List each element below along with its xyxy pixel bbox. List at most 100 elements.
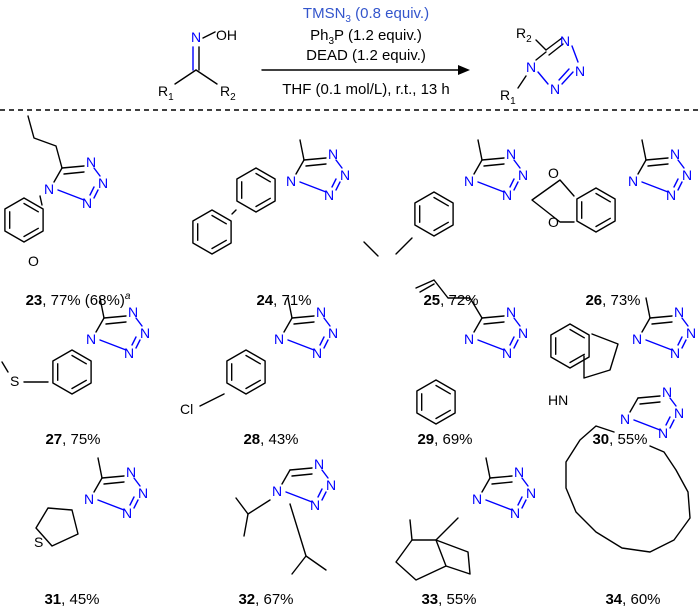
cpd32-tetrazole-n4-n3 [321,469,329,479]
cpd29-tetrazole-n2-n1 [477,339,505,351]
cpd30-tetrazole-n3-n2-2 [677,336,683,346]
cpd24-ring-a-double [255,197,271,208]
cpd27-tetrazole-n2-n1 [99,339,127,351]
cpd29-tetrazole-c5-n4 [481,315,505,319]
thiophene-s-atom: S [34,534,43,550]
cpd32-tetrazole-n3-n2 [321,491,327,501]
cpd23-tetrazole-n3-n2-2 [89,186,95,196]
cpd25-tetrazole-n3-n2 [513,181,519,191]
cpd24-tetrazole-n1: N [286,173,296,189]
cpd30-tetrazole-c5-n4 [649,315,673,319]
compound-label-29: 29, 69% [417,431,472,448]
cpd30-tetrazole-n4-n3 [681,317,689,327]
cpd23-n1-phenyl [39,195,43,206]
cpd34-tetrazole-n3-n2 [669,419,675,429]
cpd29-phenyl-ring [416,379,456,425]
reagent-tmsn3: TMSN3 (0.8 equiv.) [303,5,429,25]
cpd26-tetrazole-n3-n2-2 [673,178,679,188]
product-tetrazole: R2 N N N N R1 [500,25,585,107]
cpd30-tetrazole-n4: N [674,304,684,320]
cpd28-tetrazole-c5-n4-2 [293,321,315,325]
cpd28-phenyl-ring-double [245,379,261,390]
cpd24-tetrazole-n3: N [340,167,350,183]
prod-n4-n3 [571,45,579,63]
cpd23-tetrazole-n1: N [44,181,54,197]
cpd28-tetrazole-n4: N [316,304,326,320]
cpd28-tetrazole-n3-n2-2 [319,336,325,346]
prod-n3: N [575,63,585,79]
cpd31-tetrazole-n3: N [138,485,148,501]
cpd23-tetrazole-n2-n1 [57,189,85,201]
cpd28-tetrazole-n1-c5 [283,317,293,333]
cpd27-phenyl-ring-double [71,379,88,390]
cpd23-tetrazole-n1-c5 [53,167,63,183]
cpd26-tetrazole-n1: N [628,173,638,189]
prod-c5-n4-2 [548,43,564,56]
cpd23-tetrazole-n4: N [86,154,96,170]
cpd30-benzo-ring-double [569,353,585,364]
compound-label-27: 27, 75% [45,431,100,448]
cpd26-tetrazole-n2: N [666,187,676,203]
cpd23-tetrazole-n3: N [98,175,108,191]
cpd31-tetrazole-n3-n2 [133,499,139,509]
cpd33-tetrazole-n2: N [510,505,520,521]
cpd24-tetrazole-n2-n1 [299,181,327,193]
cpd24-tetrazole-n3-n2 [335,181,341,191]
cpd24-biaryl-bond [231,209,237,215]
cpd25-tetrazole-n2: N [502,187,512,203]
cpd29-butenyl-chain [415,279,483,319]
cpd31-tetrazole-c5-n4-2 [103,481,125,485]
cpd31-thiophene-ring [35,507,79,547]
cpd29-phenyl-ring-double [435,384,451,395]
cpd29-tetrazole-n3: N [518,325,528,341]
prod-c5-n4 [545,37,563,51]
cpd26-tetrazole-c5-n4-2 [647,163,669,167]
cpd25-tetrazole-c5-n4 [481,157,505,161]
oxime-n-atom: N [191,29,201,45]
cpd27-phenyl-ring [52,349,92,395]
prod-n2: N [550,81,560,97]
cpd25-o-methyl [363,241,379,257]
reagent-dead: DEAD (1.2 equiv.) [306,47,426,64]
cpd24-methyl [299,139,305,161]
cpd27-methyl [99,297,105,319]
reaction-conditions: TMSN3 (0.8 equiv.) Ph3P (1.2 equiv.) DEA… [261,5,470,98]
cpd33-tetrazole-n1: N [472,491,482,507]
cpd33-adamantyl-a [395,517,459,581]
cpd23-tetrazole-n2: N [82,195,92,211]
cpd33-methyl [485,457,491,479]
cpd24-ring-b [192,209,232,255]
cpd33-tetrazole-c5-n4 [489,475,513,479]
cpd30-tetrazole-n1-c5 [641,317,651,333]
cpd34-macrocycle [565,425,691,553]
cpd25-tetrazole-n1: N [464,173,474,189]
cpd29-tetrazole-c5-n4-2 [483,321,505,325]
cpd33-tetrazole-n3: N [526,485,536,501]
cpd25-c-o-bond [395,237,413,255]
dioxole-o-atom-2: O [548,214,559,230]
cpd27-tetrazole-n3-n2-2 [131,336,137,346]
cpd29-tetrazole-n4: N [506,304,516,320]
cpd23-phenyl-ring [4,197,44,243]
cpd28-tetrazole-n3-n2 [323,339,329,349]
cpd23-phenyl-ring-double [23,227,39,238]
cpd23-tetrazole-n4-n3 [93,167,101,177]
cpd32-tetrazole-n2-n1 [285,491,313,503]
cpd24-tetrazole-c5-n4-2 [305,163,327,167]
cpd24-tetrazole-n4: N [328,146,338,162]
reaction-arrow-head [458,65,470,75]
cpd32-tetrazole-c5-n4 [289,467,313,471]
cpd24-ring-a [236,167,276,213]
cpd28-tetrazole-n1: N [274,331,284,347]
cpd26-benzo-ring-double [595,192,611,203]
compound-label-30: 30, 55% [592,431,647,448]
cpd33-tetrazole-n3-n2 [521,499,527,509]
cpd26-tetrazole-n1-c5 [637,159,647,175]
indole-nh-atom: HN [548,392,568,408]
cpd27-tetrazole-c5-n4-2 [105,321,127,325]
cpd29-tetrazole-n3-n2 [513,339,519,349]
methoxy-o-atom: O [28,253,39,269]
cpd32-tetrazole-n3: N [326,477,336,493]
cpd29-phenyl-ring-double [435,409,451,420]
cpd31-tetrazole-n1-c5 [93,477,103,493]
